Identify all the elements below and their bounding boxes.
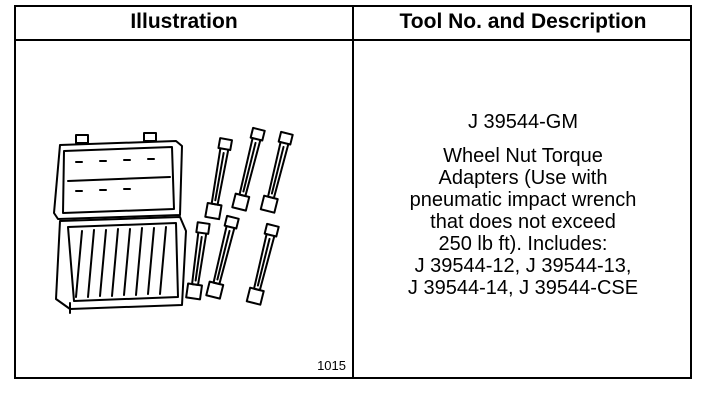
description-line: that does not exceed (430, 211, 616, 233)
column-divider (352, 7, 354, 377)
description-line: pneumatic impact wrench (409, 189, 637, 211)
tool-description-cell: J 39544-GM Wheel Nut Torque Adapters (Us… (354, 111, 692, 299)
tool-table: Illustration Tool No. and Description (14, 5, 692, 379)
description-line: Adapters (Use with (438, 167, 608, 189)
description-line: J 39544-12, J 39544-13, (414, 255, 632, 277)
carrying-case-icon (53, 132, 187, 314)
header-tool-description: Tool No. and Description (399, 10, 647, 33)
description-line: Wheel Nut Torque (443, 145, 603, 167)
description-line: 250 lb ft). Includes: (438, 233, 608, 255)
tool-number: J 39544-GM (467, 111, 579, 133)
figure-number: 1015 (317, 358, 346, 373)
header-illustration: Illustration (130, 10, 238, 33)
description-line: J 39544-14, J 39544-CSE (407, 277, 639, 299)
torque-adapter-icons (185, 126, 294, 306)
illustration-cell: 1015 (16, 41, 352, 377)
torque-adapter-kit-with-case-icon (53, 126, 294, 314)
